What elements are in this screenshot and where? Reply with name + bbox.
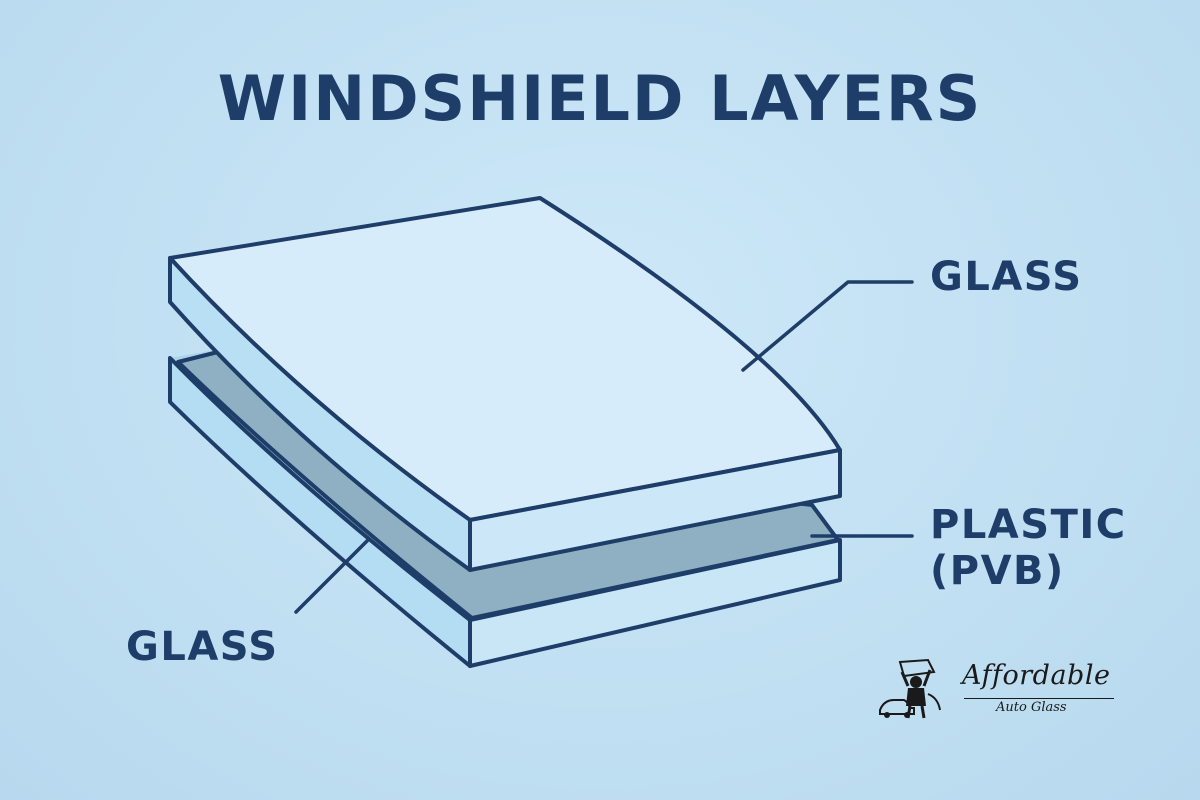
logo-subtitle: Auto Glass (996, 700, 1067, 715)
leader-line-bottom-glass (294, 538, 370, 614)
label-plastic-pvb: PLASTIC (PVB) (930, 502, 1127, 594)
affordable-auto-glass-logo: Affordable Auto Glass (878, 658, 1128, 722)
logo-underline (964, 698, 1114, 699)
top-glass-layer (168, 196, 842, 572)
top-glass-side-edge (168, 256, 472, 572)
mechanic-with-car-icon (879, 658, 941, 719)
label-plastic-line2: (PVB) (930, 548, 1065, 594)
label-plastic-line1: PLASTIC (930, 502, 1127, 548)
label-top-glass: GLASS (930, 254, 1083, 300)
leader-line-top-glass (741, 280, 914, 372)
label-bottom-glass: GLASS (126, 624, 279, 670)
diagram-title: WINDSHIELD LAYERS (217, 62, 983, 135)
bottom-glass-side-edge (168, 356, 472, 668)
logo-wordmark: Affordable (962, 660, 1111, 691)
